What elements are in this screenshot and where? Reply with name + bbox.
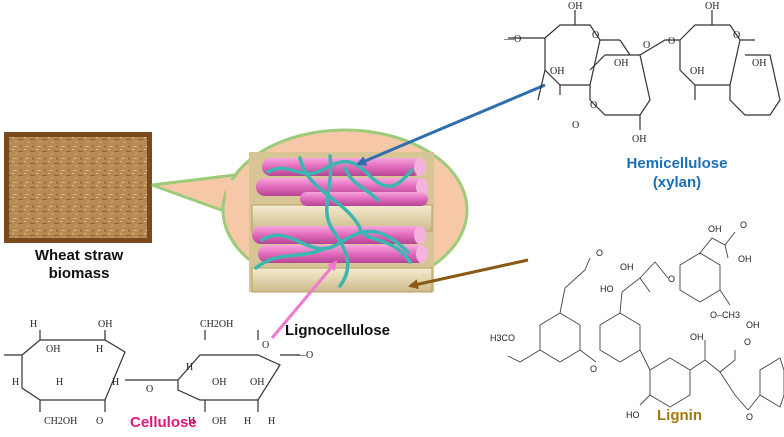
- lignin-oh-4: OH: [690, 332, 704, 342]
- hemicellulose-label-line2: (xylan): [652, 174, 702, 191]
- xylan-ring-o-1: O: [592, 30, 599, 41]
- cellulose-oh-4: OH: [250, 377, 264, 388]
- cellulose-link-o: O: [146, 384, 153, 395]
- lignin-ho-2: HO: [626, 410, 640, 420]
- xylan-oh-7: OH: [752, 58, 766, 69]
- cellulose-h-1: H: [30, 319, 37, 330]
- xylan-oh-6: OH: [614, 58, 628, 69]
- wheat-straw-label-line2: biomass: [48, 265, 110, 282]
- lignin-label: Lignin: [657, 407, 702, 424]
- lignin-oh-1: OH: [620, 262, 634, 272]
- cellulose-oh-5: OH: [212, 416, 226, 427]
- lignin-och3: O–CH3: [710, 310, 740, 320]
- lignin-structure: O H3CO O HO OH O O–CH3 OH O OH HO OH O O…: [490, 220, 784, 422]
- cellulose-h-2: H: [96, 344, 103, 355]
- xylan-oh-1: OH: [568, 1, 582, 12]
- cellulose-ring-o-1: O: [96, 416, 103, 427]
- lignin-ether-o-3: O: [746, 412, 753, 422]
- cellulose-oh-2: OH: [46, 344, 60, 355]
- wheat-straw-label-line1: Wheat straw: [34, 247, 124, 264]
- hemicellulose-label: Hemicellulose (xylan): [612, 154, 742, 192]
- cellulose-h-8: H: [244, 416, 251, 427]
- lignin-keto-o-2: O: [744, 337, 751, 347]
- cellulose-h-3: H: [12, 377, 19, 388]
- lignin-oh-3: OH: [738, 254, 752, 264]
- lignocellulose-label: Lignocellulose: [285, 322, 391, 339]
- lignin-ether-o-1: O: [590, 364, 597, 374]
- lignin-ether-o-2: O: [668, 274, 675, 284]
- hemicellulose-strands: [254, 154, 414, 288]
- lignocellulose-structure: [249, 152, 434, 293]
- xylan-link-o-2: O: [590, 100, 597, 111]
- cellulose-chain-end: —O: [295, 350, 313, 361]
- cellulose-structure: H OH OH H H H H O CH2OH O CH2OH O H OH O…: [4, 319, 313, 427]
- cellulose-h-9: H: [268, 416, 275, 427]
- cellulose-h-7: H: [188, 416, 195, 427]
- hemicellulose-label-line1: Hemicellulose: [626, 155, 728, 172]
- cellulose-arrow: [270, 260, 338, 339]
- lignin-oh-2: OH: [708, 224, 722, 234]
- xylan-ring-o-3: O: [733, 30, 740, 41]
- wheat-straw-label: Wheat straw biomass: [14, 247, 144, 283]
- xylan-oh-4: OH: [690, 66, 704, 77]
- lignin-h3co: H3CO: [490, 333, 515, 343]
- xylan-oh-2: OH: [705, 1, 719, 12]
- lignin-aldehyde-o: O: [596, 248, 603, 258]
- cellulose-ch2oh-2: CH2OH: [200, 319, 233, 330]
- xylan-ring-o-2: O: [643, 40, 650, 51]
- xylan-link-o: O: [668, 36, 675, 47]
- xylan-oh-3: OH: [550, 66, 564, 77]
- lignin-arrow: [408, 258, 529, 290]
- cellulose-oh-3: OH: [212, 377, 226, 388]
- cellulose-h-6: H: [186, 362, 193, 373]
- cellulose-label: Cellulose: [130, 414, 197, 431]
- wheat-straw-photo: [4, 132, 152, 243]
- lignin-keto-o-1: O: [740, 220, 747, 230]
- lignin-ho-1: HO: [600, 284, 614, 294]
- cellulose-h-4: H: [56, 377, 63, 388]
- xylan-oh-5: OH: [632, 134, 646, 145]
- cellulose-ring-o-2: O: [262, 340, 269, 351]
- lignin-oh-5: OH: [746, 320, 760, 330]
- hemicellulose-xylan-structure: —O OH OH OH OH OH OH OH O O O O O O: [503, 1, 781, 145]
- cellulose-oh-1: OH: [98, 319, 112, 330]
- xylan-ring-o-4: O: [572, 120, 579, 131]
- xylan-chain-end-text: —O: [503, 34, 521, 45]
- cellulose-ch2oh-1: CH2OH: [44, 416, 77, 427]
- cellulose-h-5: H: [112, 377, 119, 388]
- hemicellulose-arrow: [356, 83, 546, 166]
